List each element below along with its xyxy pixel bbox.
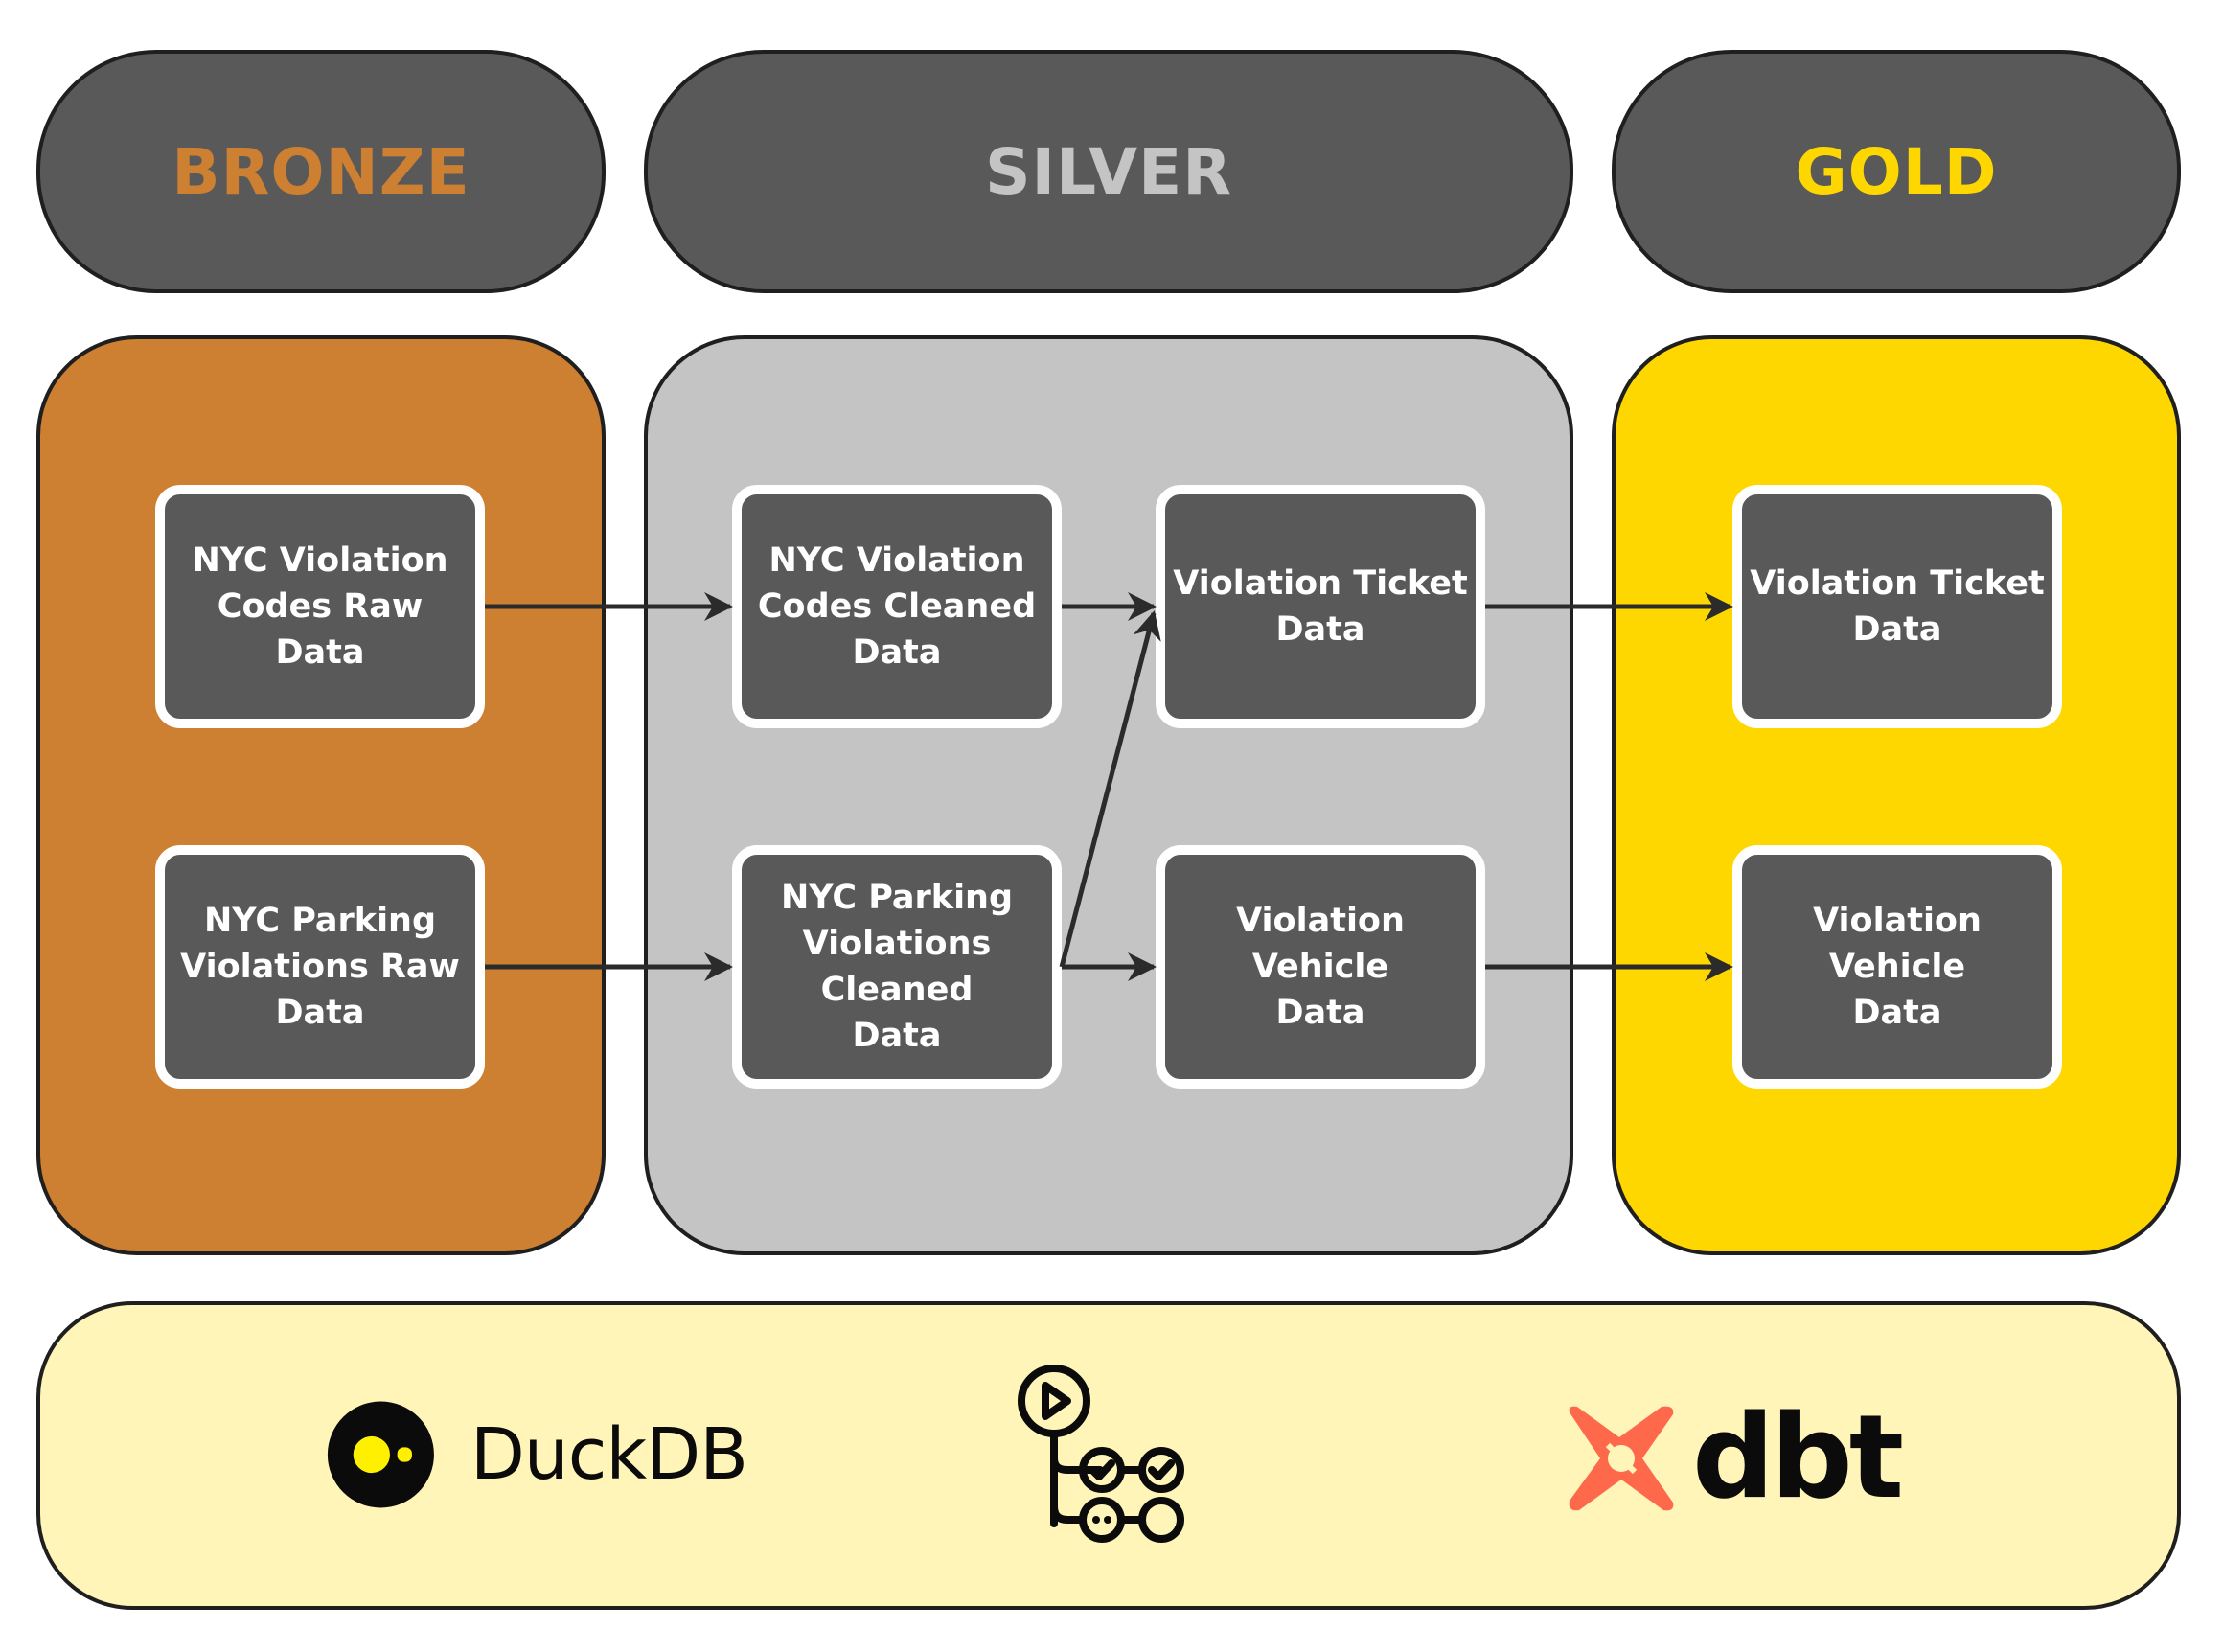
bronze-label: BRONZE	[172, 134, 470, 209]
dbt-logo-icon	[1569, 1406, 1674, 1511]
github-actions-workflow-icon	[1018, 1365, 1184, 1543]
node-gold-violation-vehicle: Violation Vehicle Data	[1732, 845, 2062, 1089]
silver-label: SILVER	[984, 134, 1233, 209]
node-silver-violation-vehicle: Violation Vehicle Data	[1156, 845, 1485, 1089]
node-silver-violation-codes: NYC Violation Codes Cleaned Data	[732, 485, 1062, 728]
duckdb-logo-icon	[327, 1401, 434, 1508]
node-silver-violation-ticket: Violation Ticket Data	[1156, 485, 1485, 728]
bronze-header: BRONZE	[36, 50, 606, 293]
dbt-logo: dbt	[1562, 1391, 1926, 1526]
node-bronze-parking-violations: NYC Parking Violations Raw Data	[155, 845, 485, 1089]
duckdb-label: DuckDB	[470, 1413, 748, 1496]
gold-header: GOLD	[1612, 50, 2181, 293]
arrow-parking-cleaned-to-ticket	[1059, 610, 1161, 968]
node-gold-violation-ticket: Violation Ticket Data	[1732, 485, 2062, 728]
gold-label: GOLD	[1795, 134, 1998, 209]
duckdb-logo: DuckDB	[326, 1397, 748, 1512]
node-silver-parking-violations: NYC Parking Violations Cleaned Data	[732, 845, 1062, 1089]
silver-header: SILVER	[644, 50, 1573, 293]
node-bronze-violation-codes: NYC Violation Codes Raw Data	[155, 485, 485, 728]
dbt-label: dbt	[1692, 1391, 1904, 1525]
